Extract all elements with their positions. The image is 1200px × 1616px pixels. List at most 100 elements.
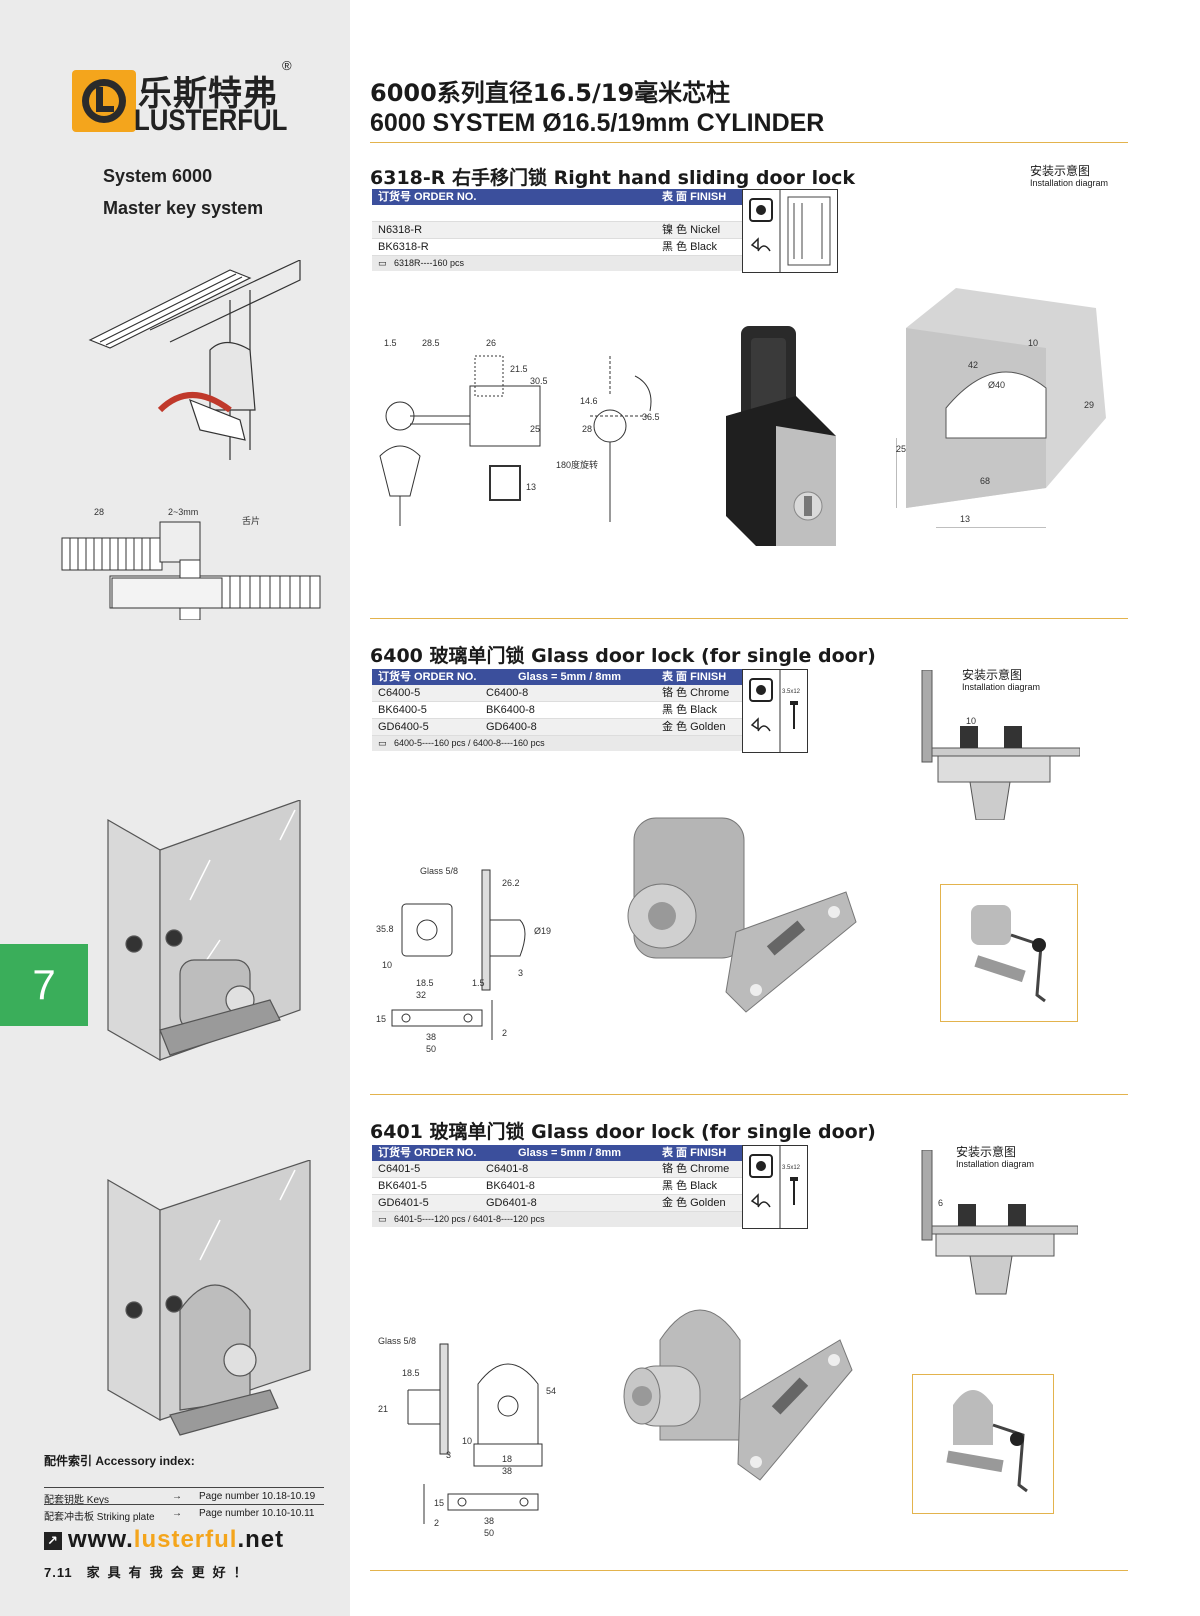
install-label-cn: 安装示意图 <box>956 1145 1017 1159</box>
col-finish: 表 面 FINISH <box>662 1147 727 1159</box>
finish: 黑 色 Black <box>662 241 718 253</box>
dim: 38 <box>426 1032 436 1042</box>
accessory-label: 配套钥匙 Keys <box>44 1495 110 1506</box>
order-no-8mm: GD6400-8 <box>486 721 537 733</box>
table-row: C6400-5 C6400-8 铬 色 Chrome <box>372 685 744 702</box>
table-row: BK6400-5 BK6400-8 黑 色 Black <box>372 702 744 719</box>
sliding-door-illustration: 28 2~3mm 舌片 锁 <box>61 260 321 620</box>
dim: 15 <box>434 1498 444 1508</box>
order-no: GD6401-5 <box>378 1197 429 1209</box>
dim: 36.5 <box>642 412 660 422</box>
accessory-label: 配套冲击板 Striking plate <box>44 1512 155 1523</box>
dim: 26.2 <box>502 878 520 888</box>
screw-size: 3.5x12 <box>782 1165 801 1171</box>
table-row: BK6318-R 黑 色 Black <box>372 239 744 256</box>
dim: 1.5 <box>472 978 485 988</box>
install-photo-6401 <box>912 1374 1054 1514</box>
order-no-8mm: C6401-8 <box>486 1163 529 1175</box>
dim-28: 28 <box>94 507 104 517</box>
technical-drawing-6400: Glass 5/8 26.2 35.8 10 18.5 32 1.5 3 Ø19… <box>376 866 551 1054</box>
finish: 镍 色 Nickel <box>662 224 721 236</box>
col-order: 订货号 ORDER NO. <box>378 191 477 203</box>
install-label-6318: 安装示意图 Installation diagram <box>1030 165 1109 189</box>
dim: Ø40 <box>988 380 1005 390</box>
table-header: 订货号 ORDER NO. 表 面 FINISH <box>372 189 744 205</box>
col-finish: 表 面 FINISH <box>662 671 727 683</box>
page-title-cn: 6000系列直径16.5/19毫米芯柱 <box>370 79 731 107</box>
box-icon: ▭ <box>378 1214 387 1224</box>
dim: 2 <box>502 1028 507 1038</box>
logo-icon <box>72 70 136 132</box>
finish: 铬 色 Chrome <box>662 687 730 699</box>
finish: 铬 色 Chrome <box>662 1163 730 1175</box>
table-row: BK6401-5 BK6401-8 黑 色 Black <box>372 1178 744 1195</box>
website-brand: lusterful <box>133 1526 238 1553</box>
screw-size: 3.5x12 <box>782 689 801 695</box>
accessory-page: Page number 10.10-10.11 <box>199 1508 315 1519</box>
col-glass: Glass = 5mm / 8mm <box>518 1147 622 1159</box>
dim: Ø19 <box>534 926 551 936</box>
dim: 26 <box>486 338 496 348</box>
dim: 1.5 <box>384 338 397 348</box>
dim: 30.5 <box>530 376 548 386</box>
dim: 14.6 <box>580 396 598 406</box>
package-info: ▭ 6318R----160 pcs <box>372 256 744 271</box>
finish: 黑 色 Black <box>662 1180 718 1192</box>
accessory-row-striking-plate[interactable]: 配套冲击板 Striking plate → Page number 10.10… <box>44 1504 324 1523</box>
order-no-8mm: BK6401-8 <box>486 1180 535 1192</box>
package-text: 6318R----160 pcs <box>394 258 465 268</box>
arrow-right-icon: → <box>172 1508 182 1519</box>
dim: Glass 5/8 <box>378 1336 416 1346</box>
order-no: BK6318-R <box>378 241 429 253</box>
finish: 黑 色 Black <box>662 704 718 716</box>
slogan: 家具有我会更好！ <box>86 1565 255 1580</box>
section-divider <box>370 1094 1128 1095</box>
order-no-8mm: C6400-8 <box>486 687 529 699</box>
section-title-6400: 6400 玻璃单门锁 Glass door lock (for single d… <box>370 645 876 667</box>
sidebar: 乐斯特弗 ® LUSTERFUL System 6000 Master key … <box>0 0 350 1616</box>
label-tongue: 舌片 <box>242 515 260 526</box>
system-label: System 6000 <box>103 166 213 186</box>
install-label-cn: 安装示意图 <box>962 668 1023 682</box>
dim: 3 <box>446 1450 451 1460</box>
website-prefix: www. <box>68 1526 134 1553</box>
package-info: ▭ 6400-5----160 pcs / 6400-8----160 pcs <box>372 736 744 751</box>
page-title-en: 6000 SYSTEM Ø16.5/19mm CYLINDER <box>370 109 825 137</box>
order-no-8mm: BK6400-8 <box>486 704 535 716</box>
dim: 15 <box>376 1014 386 1024</box>
glass-door-illustration-6401 <box>107 1160 311 1436</box>
col-order: 订货号 ORDER NO. <box>378 1147 477 1159</box>
install-label-en: Installation diagram <box>1030 178 1109 188</box>
table-row <box>372 205 744 222</box>
glass-door-illustration-6400 <box>107 800 301 1062</box>
dim: 10 <box>1028 338 1038 348</box>
accessory-row-keys[interactable]: 配套钥匙 Keys → Page number 10.18-10.19 <box>44 1487 324 1506</box>
order-no: N6318-R <box>378 224 423 236</box>
registered-mark: ® <box>282 58 292 73</box>
order-no-8mm: GD6401-8 <box>486 1197 537 1209</box>
col-glass: Glass = 5mm / 8mm <box>518 671 622 683</box>
order-table-6318: 订货号 ORDER NO. 表 面 FINISH N6318-R 镍 色 Nic… <box>372 189 744 271</box>
arrow-right-icon: → <box>172 1491 182 1502</box>
dim: 6 <box>938 1198 943 1208</box>
order-no: C6400-5 <box>378 687 421 699</box>
table-row: N6318-R 镍 色 Nickel <box>372 222 744 239</box>
website-link[interactable]: ↗www.lusterful.net <box>44 1526 284 1554</box>
install-label-6400: 安装示意图 Installation diagram <box>962 668 1040 693</box>
dim: 13 <box>960 514 970 524</box>
table-row: C6401-5 C6401-8 铬 色 Chrome <box>372 1161 744 1178</box>
dim: 25 <box>896 444 906 454</box>
dim: 18.5 <box>416 978 434 988</box>
order-no: BK6401-5 <box>378 1180 427 1192</box>
table-row: GD6400-5 GD6400-8 金 色 Golden <box>372 719 744 736</box>
dim: 21 <box>378 1404 388 1414</box>
dim: 2 <box>434 1518 439 1528</box>
dim: 21.5 <box>510 364 528 374</box>
dim: 54 <box>546 1386 556 1396</box>
order-table-6401: 订货号 ORDER NO. Glass = 5mm / 8mm 表 面 FINI… <box>372 1145 744 1227</box>
section-title-6318: 6318-R 右手移门锁 Right hand sliding door loc… <box>370 167 856 189</box>
install-diagram-6318: 10 42 Ø40 29 25 68 13 <box>896 288 1106 528</box>
accessory-page: Page number 10.18-10.19 <box>199 1491 316 1502</box>
table-row: GD6401-5 GD6401-8 金 色 Golden <box>372 1195 744 1212</box>
box-icon: ▭ <box>378 258 387 268</box>
